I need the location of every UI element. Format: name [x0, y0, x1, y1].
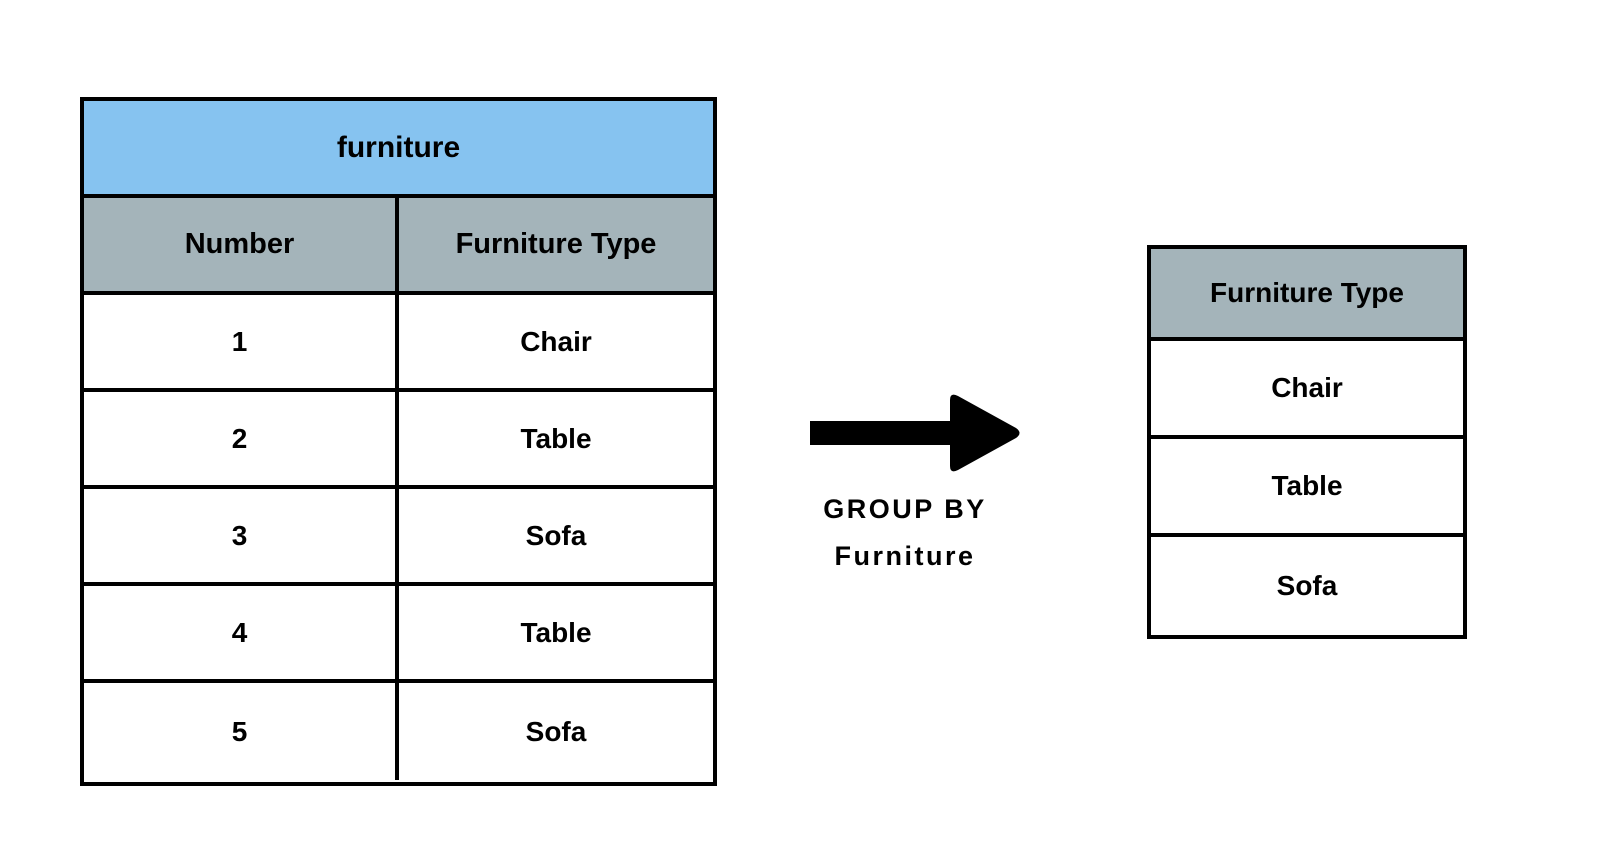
cell-number: 2	[84, 392, 399, 485]
cell-furniture-type: Sofa	[1276, 570, 1338, 601]
cell-furniture-type: Table	[520, 616, 592, 648]
cell-number: 5	[84, 683, 399, 780]
column-header-number: Number	[84, 198, 399, 291]
table-row: Sofa	[1151, 537, 1463, 635]
cell-number: 4	[84, 586, 399, 679]
table-row: Chair	[1151, 341, 1463, 439]
result-table: Furniture Type Chair Table Sofa	[1147, 245, 1467, 639]
column-header-furniture-type: Furniture Type	[1210, 277, 1404, 308]
table-row: 1 Chair	[84, 295, 713, 392]
group-by-operation: GROUP BY Furniture	[780, 390, 1030, 580]
group-by-caption-line-1: GROUP BY	[823, 494, 987, 524]
table-row: 3 Sofa	[84, 489, 713, 586]
table-row: 2 Table	[84, 392, 713, 489]
column-header-furniture-type: Furniture Type	[455, 228, 657, 260]
cell-furniture-type: Table	[520, 422, 592, 454]
table-row: 4 Table	[84, 586, 713, 683]
cell-furniture-type: Sofa	[525, 519, 587, 551]
cell-furniture-type: Chair	[1271, 372, 1343, 403]
right-arrow-icon	[810, 394, 1020, 472]
table-row: Table	[1151, 439, 1463, 537]
cell-number: 1	[84, 295, 399, 388]
cell-furniture-type: Table	[1271, 470, 1343, 501]
table-row: 5 Sofa	[84, 683, 713, 780]
source-table-header-row: Number Furniture Type	[84, 198, 713, 295]
group-by-caption-line-2: Furniture	[834, 541, 976, 571]
cell-furniture-type: Sofa	[525, 715, 587, 747]
cell-number: 3	[84, 489, 399, 582]
cell-furniture-type: Chair	[520, 325, 592, 357]
group-by-caption: GROUP BY Furniture	[780, 486, 1030, 580]
result-table-header-row: Furniture Type	[1151, 249, 1463, 341]
source-table: furniture Number Furniture Type 1 Chair …	[80, 97, 717, 786]
source-table-title: furniture	[84, 101, 713, 198]
